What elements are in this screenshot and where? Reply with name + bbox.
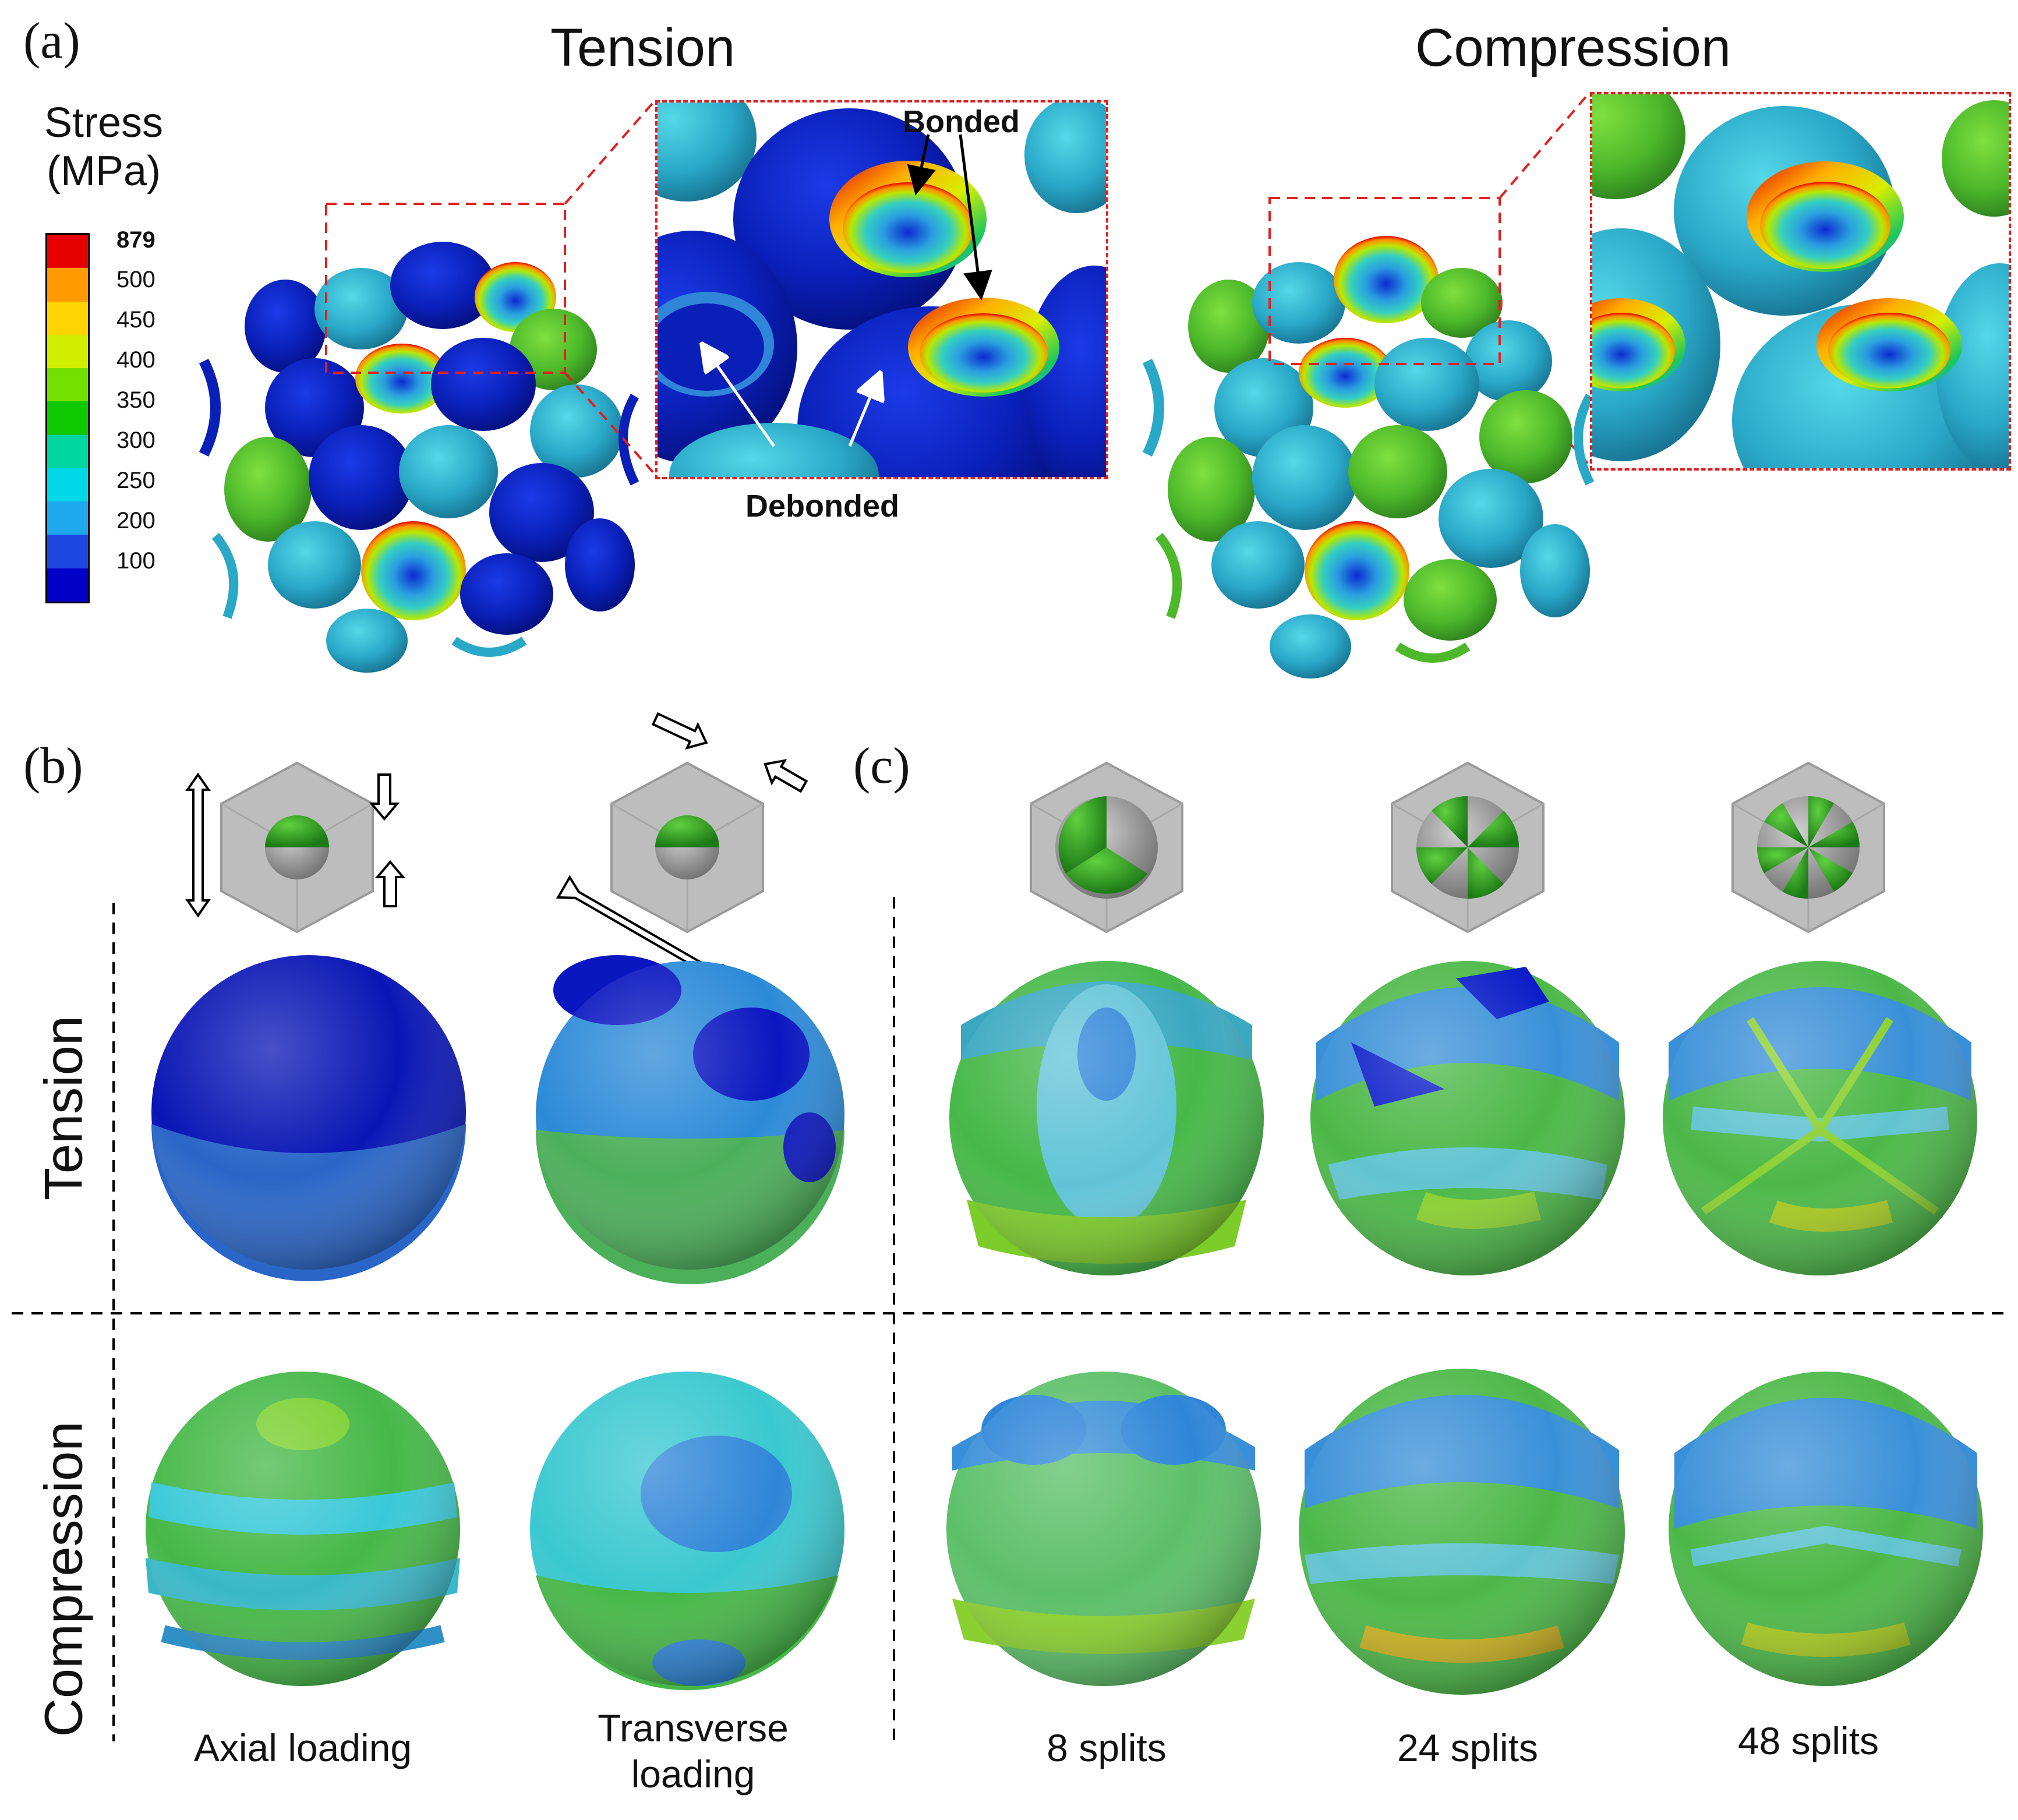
- legend-swatch: [47, 468, 88, 502]
- shell-cluster-graphic: [199, 242, 639, 673]
- compression-transverse-sphere: [530, 1372, 844, 1691]
- bonded-annotation: Bonded: [903, 104, 1020, 139]
- row-label-compression: Compression: [34, 1421, 94, 1737]
- legend-tick: 500: [116, 267, 155, 292]
- tension-48-splits-sphere: [1663, 961, 1977, 1275]
- caption-axial-loading: Axial loading: [193, 1726, 412, 1769]
- tension-zoom-box: [325, 203, 566, 374]
- shell-cluster-graphic: [1142, 236, 1595, 678]
- compression-zoom-graphic: [1592, 94, 2009, 468]
- tension-8-splits-sphere: [949, 961, 1264, 1275]
- legend-title-line2: (MPa): [47, 147, 161, 195]
- compression-title: Compression: [1415, 18, 1731, 77]
- legend-swatch: [47, 368, 88, 402]
- legend-colorbar: [45, 233, 90, 603]
- split-48-icon: [1731, 761, 1885, 934]
- axial-loading-icon: [185, 761, 406, 934]
- compression-zoom-inset: [1590, 92, 2011, 471]
- compression-48-splits-sphere: [1669, 1372, 1983, 1686]
- compression-shell-cluster: [1142, 197, 1595, 678]
- legend-swatch: [47, 334, 88, 369]
- tension-zoom-graphic: [658, 103, 1106, 477]
- tension-axial-sphere: [151, 955, 466, 1281]
- legend-tick: 100: [116, 548, 155, 574]
- legend-swatch: [47, 235, 88, 268]
- legend-title-line1: Stress: [44, 100, 164, 146]
- tension-shell-cluster: [199, 203, 639, 673]
- compression-zoom-box: [1268, 197, 1501, 365]
- legend-swatch: [47, 434, 88, 468]
- caption-24-splits: 24 splits: [1397, 1726, 1539, 1769]
- legend-swatch: [47, 535, 88, 568]
- tension-zoom-inset: [655, 100, 1108, 479]
- legend-swatch: [47, 301, 88, 335]
- compression-24-splits-sphere: [1299, 1369, 1625, 1695]
- transverse-loading-icon: [556, 712, 808, 988]
- legend-tick: 300: [116, 427, 155, 453]
- tension-title: Tension: [550, 18, 736, 77]
- panel-b-label: (b): [23, 738, 83, 794]
- legend-swatch: [47, 501, 88, 535]
- legend-title: Stress (MPa): [28, 99, 179, 196]
- panel-c-label: (c): [853, 738, 910, 794]
- compression-axial-sphere: [146, 1372, 460, 1686]
- debonded-annotation: Debonded: [745, 489, 899, 524]
- row-label-tension: Tension: [34, 1015, 94, 1201]
- legend-tick: 879: [116, 227, 155, 253]
- legend-tick: 200: [116, 508, 155, 533]
- legend-tick: 450: [116, 307, 155, 333]
- legend-swatch: [47, 568, 88, 602]
- split-24-icon: [1391, 761, 1545, 934]
- legend-tick: 400: [116, 347, 155, 373]
- compression-8-splits-sphere: [946, 1372, 1261, 1686]
- split-8-icon: [1030, 761, 1183, 934]
- caption-8-splits: 8 splits: [1047, 1726, 1167, 1769]
- tension-24-splits-sphere: [1310, 961, 1625, 1275]
- tension-transverse-sphere: [536, 955, 844, 1284]
- caption-48-splits: 48 splits: [1737, 1719, 1879, 1762]
- legend-tick: 250: [116, 468, 155, 493]
- legend-swatch: [47, 268, 88, 302]
- panel-a-label: (a): [23, 13, 80, 69]
- legend-swatch: [47, 401, 88, 435]
- legend-tick: 350: [116, 387, 155, 413]
